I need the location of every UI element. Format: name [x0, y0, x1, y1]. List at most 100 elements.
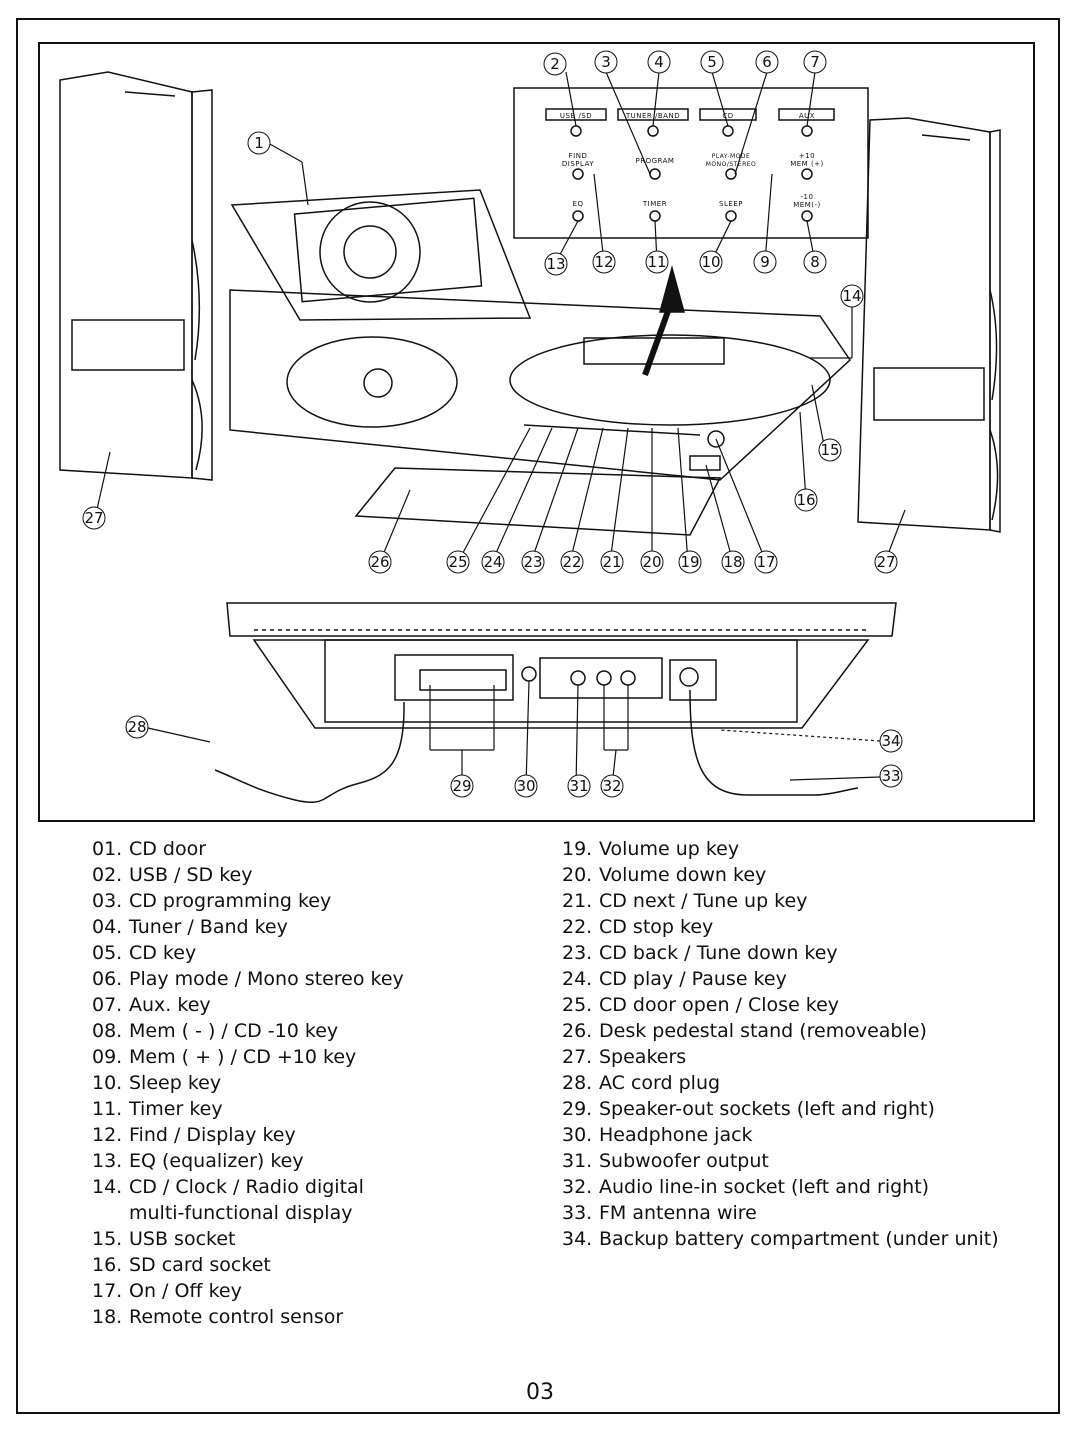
svg-text:24: 24 [483, 553, 502, 571]
callout-33: 33 [879, 764, 903, 788]
legend-right: 19.Volume up key 20.Volume down key 21.C… [562, 836, 1032, 1252]
callout-8: 8 [803, 250, 827, 274]
callout-10: 10 [699, 250, 723, 274]
legend-item: 04.Tuner / Band key [92, 916, 288, 938]
legend-item: 33.FM antenna wire [562, 1202, 757, 1224]
svg-text:14: 14 [842, 287, 861, 305]
callout-3: 3 [594, 50, 618, 74]
svg-text:25: 25 [448, 553, 467, 571]
svg-text:31: 31 [569, 777, 588, 795]
panel-label-minus10: -10 [801, 193, 814, 201]
svg-text:22: 22 [562, 553, 581, 571]
legend-item: 05.CD key [92, 942, 197, 964]
callout-16: 16 [794, 488, 818, 512]
svg-text:29: 29 [452, 777, 471, 795]
svg-text:28: 28 [127, 718, 146, 736]
svg-text:23: 23 [523, 553, 542, 571]
svg-text:13: 13 [546, 255, 565, 273]
panel-label-eq: EQ [573, 200, 584, 208]
callout-26: 26 [368, 550, 392, 574]
legend-item: 20.Volume down key [562, 864, 767, 886]
product-diagram: USB /SD TUNER /BAND CD AUX FIND DISPLAY … [59, 50, 1001, 804]
legend-item: 31.Subwoofer output [562, 1150, 769, 1172]
control-panel-box [513, 87, 869, 239]
legend-item: 12.Find / Display key [92, 1124, 296, 1146]
callout-4: 4 [647, 50, 671, 74]
svg-text:3: 3 [601, 53, 611, 71]
svg-text:33: 33 [881, 767, 900, 785]
legend-item: 32.Audio line-in socket (left and right) [562, 1176, 930, 1198]
legend-item: 30.Headphone jack [562, 1124, 753, 1146]
page-number: 03 [526, 1380, 554, 1405]
legend-item: 19.Volume up key [562, 838, 740, 860]
fm-antenna-wire [689, 689, 859, 796]
legend-item: 22.CD stop key [562, 916, 714, 938]
legend-item: 29.Speaker-out sockets (left and right) [562, 1098, 935, 1120]
svg-text:15: 15 [820, 441, 839, 459]
panel-label-cd: CD [722, 112, 733, 120]
legend-item: 10.Sleep key [92, 1072, 222, 1094]
right-speaker [857, 117, 1001, 533]
main-unit [229, 189, 851, 536]
svg-text:20: 20 [642, 553, 661, 571]
callout-6: 6 [755, 50, 779, 74]
svg-text:2: 2 [550, 55, 560, 73]
callout-34: 34 [879, 729, 903, 753]
callout-14: 14 [840, 284, 864, 308]
svg-text:8: 8 [810, 253, 820, 271]
legend-item: 15.USB socket [92, 1228, 236, 1250]
legend-item: 25.CD door open / Close key [562, 994, 840, 1016]
panel-label-program: PROGRAM [636, 157, 675, 165]
legend-item: 16.SD card socket [92, 1254, 271, 1276]
svg-text:5: 5 [707, 53, 717, 71]
svg-text:1: 1 [254, 134, 264, 152]
legend-item: 14.CD / Clock / Radio digital [92, 1176, 364, 1198]
callout-32: 32 [600, 774, 624, 798]
callout-9: 9 [753, 250, 777, 274]
svg-text:19: 19 [680, 553, 699, 571]
panel-label-display: DISPLAY [562, 160, 594, 168]
legend-item: 23.CD back / Tune down key [562, 942, 838, 964]
panel-label-plus10: +10 [799, 152, 815, 160]
legend-left: 01.CD door 02.USB / SD key 03.CD program… [92, 836, 532, 1330]
legend-item: 07.Aux. key [92, 994, 211, 1016]
callout-31: 31 [567, 774, 591, 798]
svg-text:17: 17 [756, 553, 775, 571]
legend-item: 21.CD next / Tune up key [562, 890, 808, 912]
svg-text:6: 6 [762, 53, 772, 71]
callout-7: 7 [803, 50, 827, 74]
legend-item: multi-functional display [129, 1202, 353, 1224]
callout-23: 23 [521, 550, 545, 574]
panel-label-mem-minus: MEM(-) [793, 201, 821, 209]
panel-label-usb-sd: USB /SD [560, 112, 592, 120]
panel-label-sleep: SLEEP [719, 200, 743, 208]
legend-item: 02.USB / SD key [92, 864, 253, 886]
callout-19: 19 [678, 550, 702, 574]
svg-text:16: 16 [796, 491, 815, 509]
panel-label-find: FIND [569, 152, 588, 160]
callout-15: 15 [818, 438, 842, 462]
legend-item: 01.CD door [92, 838, 207, 860]
panel-label-mono-stereo: MONO/STEREO [706, 161, 757, 168]
legend-item: 13.EQ (equalizer) key [92, 1150, 304, 1172]
panel-label-mem-plus: MEM (+) [790, 160, 824, 168]
callout-30: 30 [514, 774, 538, 798]
legend-item: 18.Remote control sensor [92, 1306, 344, 1328]
legend-item: 24.CD play / Pause key [562, 968, 787, 990]
legend-item: 26.Desk pedestal stand (removeable) [562, 1020, 927, 1042]
callout-24: 24 [481, 550, 505, 574]
svg-text:11: 11 [647, 253, 666, 271]
svg-text:18: 18 [723, 553, 742, 571]
svg-text:21: 21 [602, 553, 621, 571]
callout-18: 18 [721, 550, 745, 574]
callout-1: 1 [247, 131, 271, 155]
callout-28: 28 [125, 715, 149, 739]
legend-item: 11.Timer key [92, 1098, 223, 1120]
svg-text:10: 10 [701, 253, 720, 271]
svg-text:34: 34 [881, 732, 900, 750]
svg-text:30: 30 [516, 777, 535, 795]
svg-text:27: 27 [876, 553, 895, 571]
callout-22: 22 [560, 550, 584, 574]
callout-27-right: 27 [874, 550, 898, 574]
svg-text:26: 26 [370, 553, 389, 571]
